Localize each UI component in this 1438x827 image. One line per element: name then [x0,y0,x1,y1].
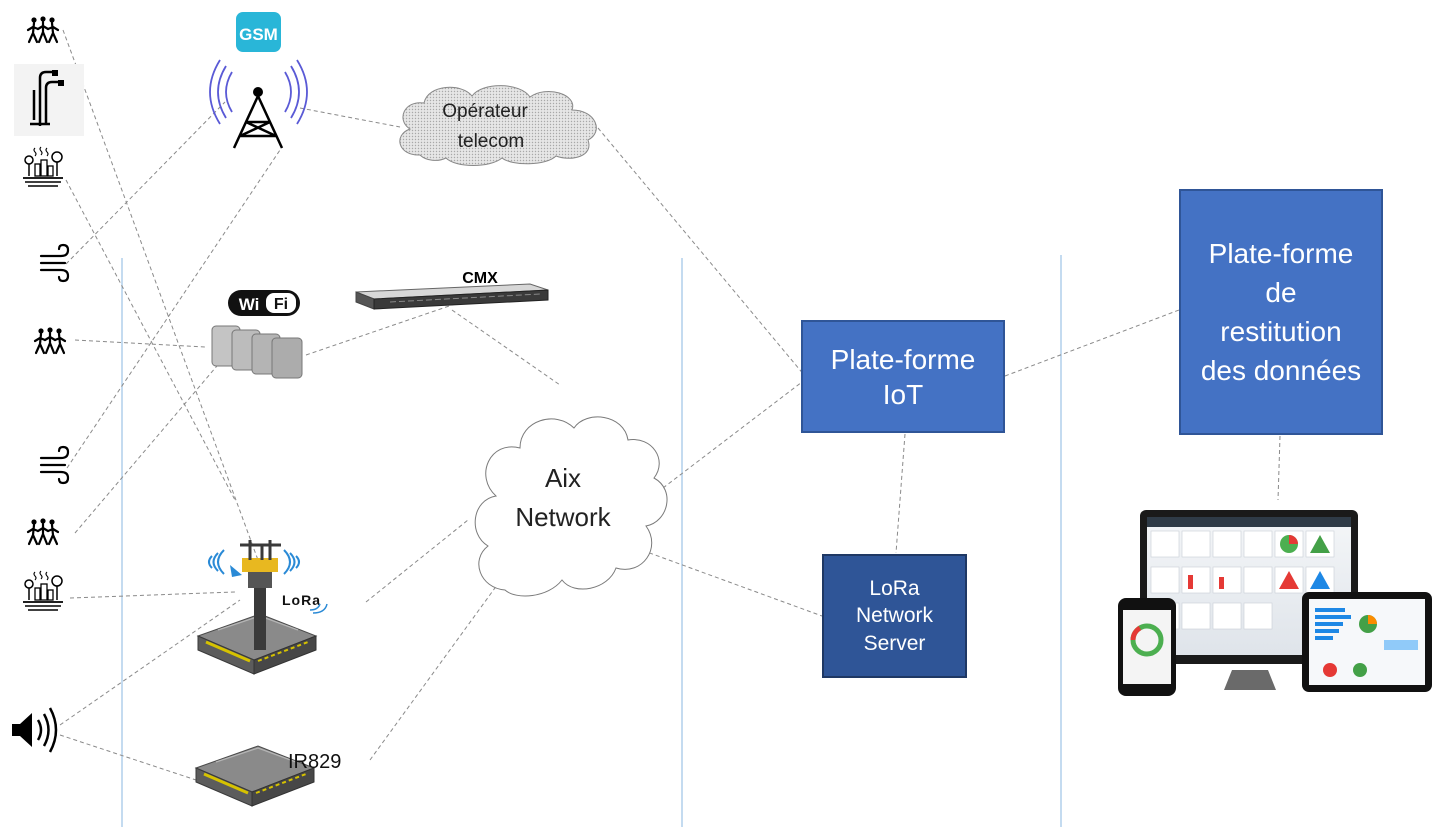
wind-sensor-icon [39,445,70,485]
svg-text:Wi: Wi [239,295,260,314]
cell-tower-icon [209,59,308,149]
operator-telecom-cloud [399,85,597,166]
data-restitution-platform-box: Plate-forme de restitution des données [1179,189,1383,435]
wifi-badge: Wi Fi [228,290,300,316]
svg-text:Fi: Fi [274,296,288,313]
lora-server-line3: Server [863,631,926,655]
cmx-label: CMX [462,270,498,287]
ir829-label: IR829 [288,751,341,773]
cmx-server-icon [355,283,549,310]
wind-sensor-icon [39,243,70,283]
svg-text:LoRa: LoRa [282,592,321,608]
lora-server-line1: LoRa [869,577,920,601]
smart-city-icon [22,570,64,611]
lora-server-line2: Network [855,604,934,628]
pedestrian-counter-icon [33,326,67,355]
iot-platform-box: Plate-forme IoT [801,320,1005,433]
street-light-icon [14,64,84,136]
iot-platform-line1: Plate-forme [830,343,976,375]
svg-text:GSM: GSM [239,25,278,44]
gsm-badge: GSM [236,12,281,52]
restitution-line4: des données [1200,355,1362,387]
smart-city-icon [22,146,64,187]
column-separators [121,255,1062,827]
lora-logo: LoRa [282,592,328,614]
operator-cloud-line2: telecom [458,131,525,152]
aix-cloud-line2: Network [515,502,611,532]
pedestrian-counter-icon [26,517,60,546]
pedestrian-counter-icon [26,15,60,44]
restitution-line1: Plate-forme [1208,237,1354,269]
speaker-icon [12,707,58,753]
lora-gateway-icon [196,540,318,676]
aix-network-cloud [474,416,668,597]
restitution-line3: restitution [1220,316,1342,347]
dashed-connectors [59,29,1281,781]
lora-network-server-box: LoRa Network Server [822,554,967,678]
aix-cloud-line1: Aix [545,463,581,493]
operator-cloud-line1: Opérateur [442,101,528,122]
restitution-line2: de [1265,276,1297,308]
iot-platform-line2: IoT [882,378,924,410]
dashboard-devices-image [1118,510,1432,696]
wifi-access-points-icon [211,325,303,379]
